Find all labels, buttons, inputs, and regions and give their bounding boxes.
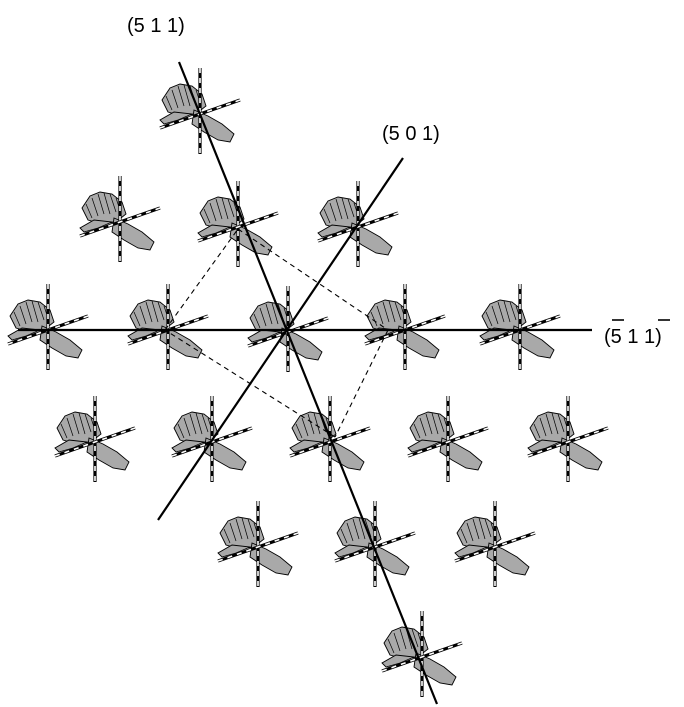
molecule <box>53 394 137 484</box>
molecule <box>196 179 280 269</box>
molecule <box>78 174 162 264</box>
molecule <box>6 282 90 372</box>
axis-501-line <box>157 157 404 521</box>
molecule <box>333 499 417 589</box>
axis-501-label: (5 0 1) <box>382 123 440 145</box>
axis-5bar11bar-label: (5 1 1) <box>604 319 670 348</box>
axis-511-label: (5 1 1) <box>127 15 185 37</box>
molecule <box>158 66 242 156</box>
cell-edge <box>237 228 389 331</box>
molecule <box>526 394 610 484</box>
molecule <box>406 394 490 484</box>
molecule <box>478 282 562 372</box>
molecule <box>126 282 210 372</box>
svg-text:(5 1 1): (5 1 1) <box>604 326 662 348</box>
molecule <box>453 499 537 589</box>
cell-edge <box>164 228 239 331</box>
axis-511-line <box>177 61 439 705</box>
molecule <box>216 499 300 589</box>
cell-edge <box>334 329 389 438</box>
molecule <box>380 609 464 699</box>
molecule <box>363 282 447 372</box>
